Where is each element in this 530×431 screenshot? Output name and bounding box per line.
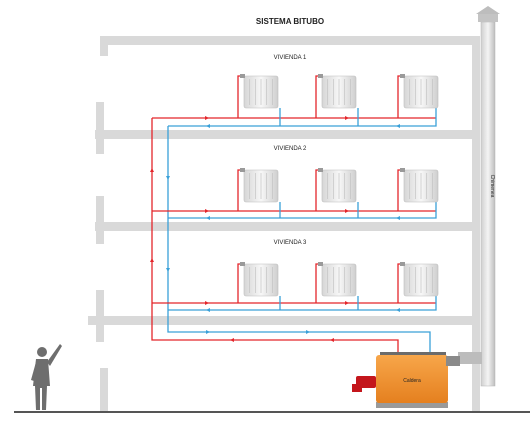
- return-arrow: [206, 216, 210, 220]
- left-wall-4: [100, 368, 108, 412]
- radiator-valve: [240, 168, 245, 172]
- floor-slab-2: [95, 222, 480, 231]
- supply-drop-2b: [315, 169, 322, 211]
- radiator-valve: [318, 74, 323, 78]
- person-head: [37, 347, 47, 357]
- radiator-valve: [240, 74, 245, 78]
- chimney-cap: [478, 14, 498, 22]
- supply-drop-1a: [237, 75, 244, 118]
- radiator: [400, 74, 439, 109]
- return-floor-1: [168, 108, 437, 127]
- floor-slab-1: [95, 130, 480, 139]
- boiler-body: [376, 355, 448, 403]
- chimney-pipe: [480, 21, 496, 387]
- flow-arrows: [150, 116, 400, 342]
- supply-drop-2a: [237, 169, 244, 211]
- ground-line: [14, 411, 530, 413]
- return-arrows: [166, 124, 400, 334]
- chimney-connector: [458, 352, 482, 364]
- right-wall: [472, 36, 480, 412]
- supply-riser: [151, 118, 399, 354]
- chimney-label: Chimenea: [489, 175, 495, 198]
- radiator: [400, 262, 439, 297]
- supply-arrow: [345, 116, 349, 120]
- person-body: [33, 359, 50, 410]
- radiator-valve: [400, 262, 405, 266]
- radiator: [318, 74, 357, 109]
- chimney-hat: [476, 6, 500, 14]
- return-arrow: [206, 308, 210, 312]
- radiator-valve: [318, 262, 323, 266]
- radiator-valve: [240, 262, 245, 266]
- supply-arrows: [150, 116, 349, 342]
- radiator: [240, 168, 279, 203]
- left-wall-3: [96, 290, 104, 342]
- radiator: [318, 168, 357, 203]
- floor-label-vivienda-3: VIVIENDA 3: [274, 240, 307, 246]
- boiler-label: Caldera: [403, 378, 421, 384]
- supply-drop-1c: [397, 75, 404, 118]
- return-arrow: [166, 268, 170, 272]
- supply-drop-3c: [397, 263, 404, 303]
- supply-arrow: [205, 116, 209, 120]
- supply-drop-2c: [397, 169, 404, 211]
- radiator-valve: [318, 168, 323, 172]
- return-arrow: [396, 124, 400, 128]
- supply-drop-1b: [315, 75, 322, 118]
- boiler: Caldera: [352, 352, 460, 408]
- return-floor-2: [168, 202, 437, 219]
- return-arrow: [306, 330, 310, 334]
- supply-arrow: [330, 338, 334, 342]
- supply-arrow: [150, 168, 154, 172]
- supply-arrow: [345, 209, 349, 213]
- floor-slab-3: [88, 316, 480, 325]
- radiator: [240, 262, 279, 297]
- supply-drop-3b: [315, 263, 322, 303]
- return-arrow: [396, 216, 400, 220]
- pipes: [151, 75, 437, 354]
- roof-slab: [100, 36, 480, 45]
- return-arrow: [206, 124, 210, 128]
- return-arrow: [396, 308, 400, 312]
- roof-parapet: [100, 36, 108, 56]
- radiator-valve: [400, 74, 405, 78]
- radiator: [240, 74, 279, 109]
- person-figure: [31, 344, 62, 410]
- boiler-top-bar: [380, 352, 446, 356]
- boiler-base: [376, 402, 448, 408]
- return-arrow: [166, 176, 170, 180]
- return-riser: [167, 126, 431, 354]
- chimney: Chimenea: [458, 6, 500, 387]
- supply-arrow: [150, 258, 154, 262]
- return-floor-3: [168, 296, 437, 311]
- radiator-valve: [400, 168, 405, 172]
- person-arm: [47, 344, 62, 366]
- left-wall-1: [96, 102, 104, 154]
- supply-arrow: [205, 209, 209, 213]
- person-arm-left: [31, 362, 38, 381]
- radiator: [400, 168, 439, 203]
- boiler-flue-left: [446, 356, 460, 366]
- return-arrow: [206, 330, 210, 334]
- boiler-burner-foot: [352, 384, 362, 392]
- supply-arrow: [230, 338, 234, 342]
- left-wall-2: [96, 196, 104, 244]
- building-structure: [88, 36, 480, 412]
- floor-label-vivienda-2: VIVIENDA 2: [274, 146, 307, 152]
- supply-arrow: [345, 301, 349, 305]
- floor-label-vivienda-1: VIVIENDA 1: [274, 55, 307, 61]
- radiator: [318, 262, 357, 297]
- diagram-title: SISTEMA BITUBO: [256, 17, 324, 26]
- radiators: [240, 74, 439, 297]
- supply-drop-3a: [237, 263, 244, 303]
- supply-arrow: [205, 301, 209, 305]
